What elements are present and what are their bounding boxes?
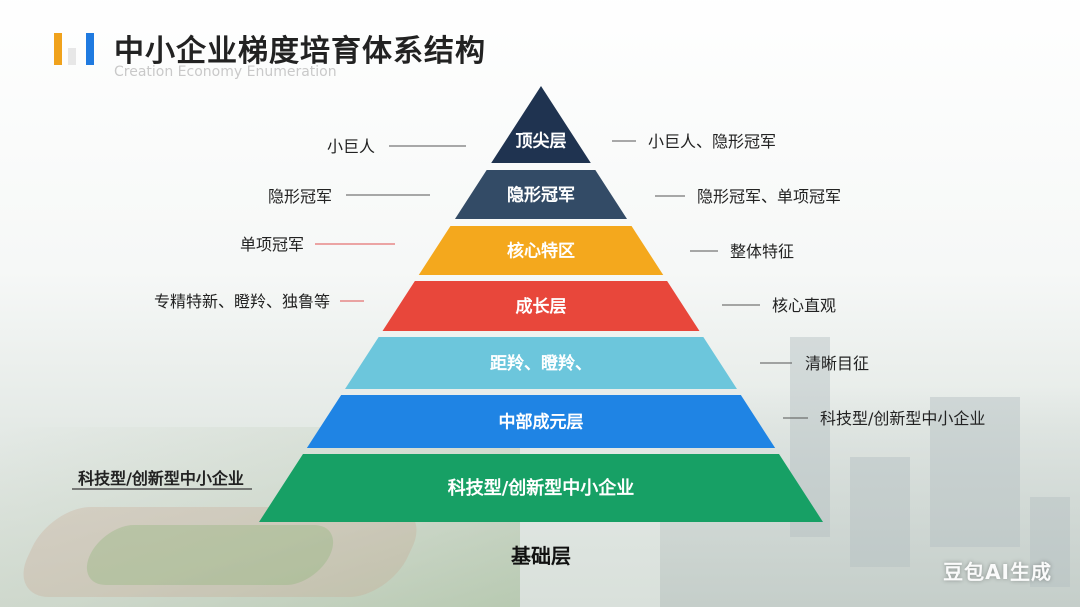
pyramid-tier-label-6: 中部成元层 [499, 412, 584, 433]
pyramid-tier-label-2: 隐形冠军 [507, 185, 575, 206]
base-layer-label: 基础层 [511, 544, 571, 568]
background-building [930, 397, 1020, 547]
page-title: 中小企业梯度培育体系结构 [114, 34, 486, 69]
pyramid-tier-3 [418, 226, 664, 275]
background-building [1030, 497, 1070, 587]
pyramid-tier-5 [345, 337, 737, 389]
logo-bar-orange [54, 33, 62, 65]
right-note-4: 核心直观 [772, 296, 836, 315]
pyramid-tier-2 [454, 170, 628, 219]
left-note-7: 科技型/创新型中小企业 [78, 469, 244, 488]
left-note-2: 隐形冠军 [268, 187, 332, 206]
background-building [850, 457, 910, 567]
right-note-1: 小巨人、隐形冠军 [648, 132, 776, 151]
pyramid-tier-label-3: 核心特区 [507, 241, 575, 262]
left-note-3: 单项冠军 [240, 235, 304, 254]
right-note-3: 整体特征 [730, 242, 794, 261]
pyramid-tier-7 [259, 454, 823, 522]
pyramid-tier-label-7: 科技型/创新型中小企业 [448, 477, 635, 499]
pyramid-tier-6 [306, 395, 776, 448]
annotation-connectors [72, 140, 808, 490]
right-note-6: 科技型/创新型中小企业 [820, 409, 985, 428]
logo-bar-gray [68, 48, 76, 65]
ai-watermark: 豆包AI生成 [943, 560, 1052, 584]
pyramid-tier-4 [382, 281, 700, 331]
left-note-1: 小巨人 [327, 137, 375, 156]
right-note-5: 清晰目征 [805, 354, 869, 373]
pyramid-tier-label-1: 顶尖层 [516, 131, 567, 152]
pyramid-tier-1 [491, 86, 591, 163]
left-note-4: 专精特新、瞪羚、独鲁等 [154, 292, 330, 311]
pyramid-tier-label-4: 成长层 [516, 296, 567, 317]
right-note-2: 隐形冠军、单项冠军 [697, 187, 841, 206]
logo-bar-blue [86, 33, 94, 65]
pyramid-tier-label-5: 距羚、瞪羚、 [490, 353, 592, 374]
page-subtitle: Creation Economy Enumeration [114, 64, 337, 80]
